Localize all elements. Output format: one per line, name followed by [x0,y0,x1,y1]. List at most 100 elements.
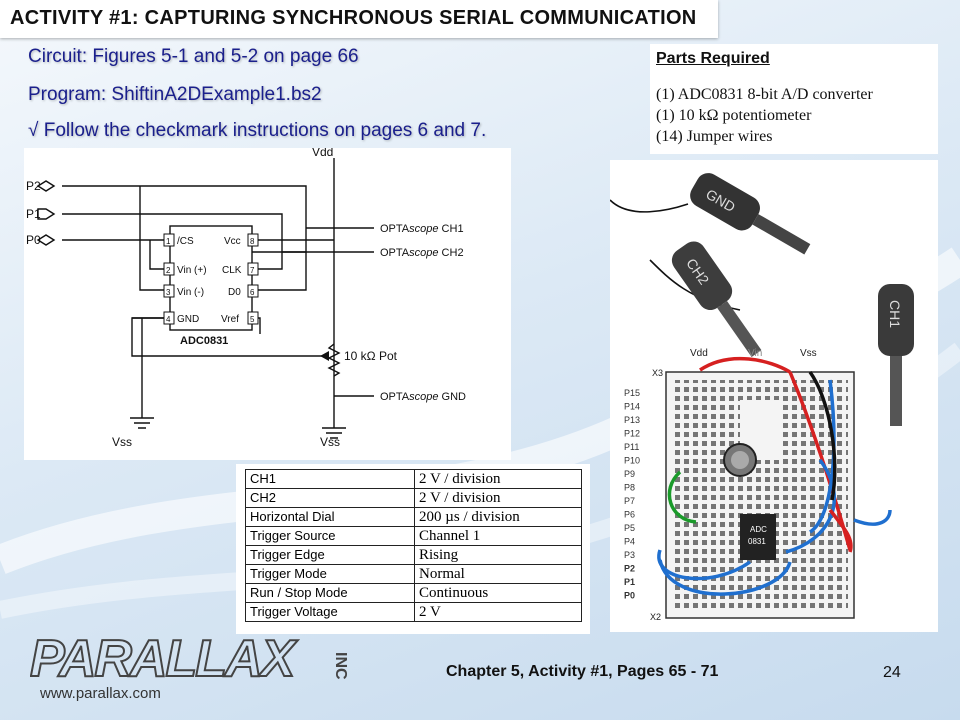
setting-value: 2 V / division [414,469,582,489]
pin-label: P15 [624,388,640,398]
setting-name: Trigger Mode [245,564,415,584]
setting-value: Rising [414,545,582,565]
breadboard-illustration: GND CH2 CH1 ADC 0831 Vdd Vin Vss X3 X2 P… [609,160,938,632]
probe-label: GND [439,391,467,403]
svg-text:OPTAscope CH1: OPTAscope CH1 [380,223,464,235]
pin-label: Vin (-) [177,287,204,298]
part-item: (14) Jumper wires [656,128,773,145]
part-item: (1) 10 kΩ potentiometer [656,107,812,124]
program-line: Program: ShiftinA2DExample1.bs2 [28,84,322,105]
pin-label: P11 [624,442,639,452]
setting-name: Trigger Source [245,526,415,546]
vss-label: Vss [800,348,817,359]
ch1-probe: CH1 [878,284,914,426]
pin-label: P4 [624,537,635,547]
pin-number: 1 [166,237,171,246]
x3-label: X3 [652,368,663,378]
vss-label: Vss [112,435,132,449]
logo-suffix: INC [332,652,349,680]
pin-label: P3 [624,550,635,560]
pin-number: 4 [166,315,171,324]
setting-name: CH2 [245,488,415,508]
chip-label: 0831 [748,537,766,546]
probe-label: OPTA [380,391,410,403]
parts-required-box: Parts Required (1) ADC0831 8-bit A/D con… [650,44,938,154]
pin-label: /CS [177,236,194,247]
setting-value: Channel 1 [414,526,582,546]
svg-text:OPTAscope CH2: OPTAscope CH2 [380,247,464,259]
probe-label: CH2 [439,247,464,259]
pin-label: P6 [624,510,635,520]
setting-name: Run / Stop Mode [245,583,415,603]
pin-label: P12 [624,429,640,439]
setting-value: Normal [414,564,582,584]
probe-label: CH1 [439,223,464,235]
setting-name: Trigger Voltage [245,602,415,622]
pin-number: 7 [250,266,255,275]
vdd-label: Vdd [312,148,333,159]
p1-label: P1 [26,207,41,221]
pin-label: P13 [624,415,640,425]
setting-value: 2 V [414,602,582,622]
setting-name: Trigger Edge [245,545,415,565]
gnd-probe: GND [690,173,811,255]
setting-value: 200 µs / division [414,507,582,527]
chip-label: ADC [750,525,767,534]
probe-label: scope [409,247,438,259]
probe-label: OPTA [380,223,410,235]
parallax-logo: PARALLAX INC www.parallax.com [29,628,390,704]
pin-number: 2 [166,266,171,275]
page-number: 24 [883,664,901,681]
svg-text:OPTAscope GND: OPTAscope GND [380,391,466,403]
pin-label: P7 [624,496,635,506]
circuit-line: Circuit: Figures 5-1 and 5-2 on page 66 [28,46,359,67]
probe-label: OPTA [380,247,410,259]
pin-label: P9 [624,469,635,479]
pin-label: P10 [624,456,640,466]
pin-label: P14 [624,402,640,412]
pin-label: Vcc [224,236,241,247]
pin-number: 8 [250,237,255,246]
part-item: (1) ADC0831 8-bit A/D converter [656,86,873,103]
setting-value: Continuous [414,583,582,603]
pin-label: GND [177,314,199,325]
probe-label: scope [409,391,438,403]
pin-label: Vin (+) [177,265,207,276]
logo-url: www.parallax.com [39,685,161,702]
chip-label: ADC0831 [180,335,228,347]
vss-label: Vss [320,435,340,449]
logo-brand: PARALLAX [30,630,299,688]
pin-label: D0 [228,287,241,298]
probe-label: scope [409,223,438,235]
setting-name: CH1 [245,469,415,489]
schematic-diagram: Vdd Vss Vss P2 P1 P0 1 2 3 4 8 7 6 5 /CS… [24,145,511,460]
ch2-probe: CH2 [671,241,762,357]
pin-label: P2 [624,564,635,574]
p2-label: P2 [26,179,41,193]
p0-label: P0 [26,233,41,247]
pin-label: P0 [624,591,635,601]
parts-heading: Parts Required [656,50,770,67]
pin-label: P8 [624,483,635,493]
pin-label: P1 [624,577,635,587]
pin-label: P5 [624,523,635,533]
checkmark-line: √ Follow the checkmark instructions on p… [28,120,487,141]
x2-label: X2 [650,612,661,622]
vdd-label: Vdd [690,348,708,359]
setting-name: Horizontal Dial [245,507,415,527]
pin-label: Vref [221,314,239,325]
pot-label: 10 kΩ Pot [344,349,398,363]
pin-number: 6 [250,288,255,297]
probe-ch1-label: CH1 [887,300,903,328]
pin-number: 5 [250,315,255,324]
setting-value: 2 V / division [414,488,582,508]
pin-number: 3 [166,288,171,297]
